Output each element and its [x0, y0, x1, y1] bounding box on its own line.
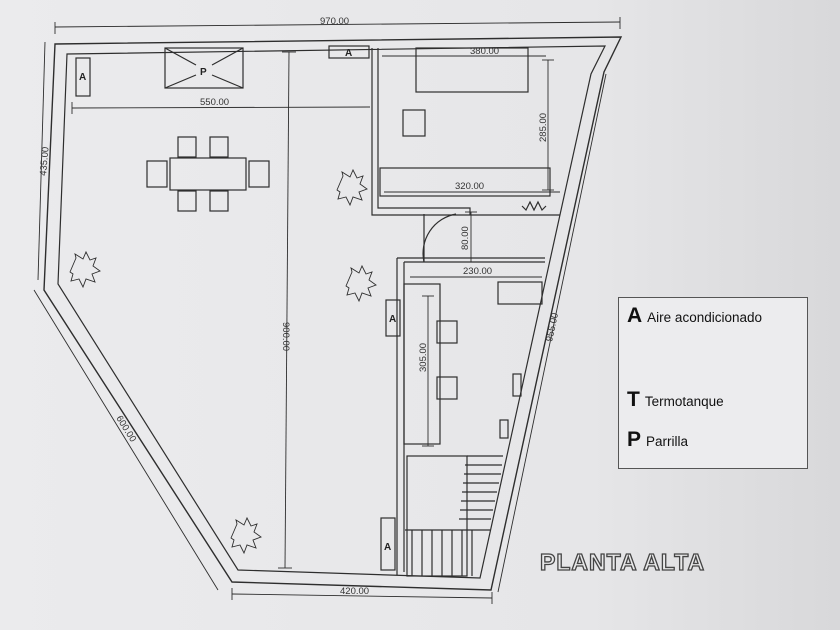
- stairs: [405, 455, 503, 577]
- dim-terrace-height: 900.00: [280, 322, 291, 351]
- legend-letter: T: [627, 388, 640, 411]
- dimension-lines: [33, 17, 621, 604]
- symbol-labels: A A A A P: [79, 48, 396, 553]
- dim-top-width: 970.00: [320, 16, 349, 27]
- legend-label: Parrilla: [646, 434, 689, 449]
- kitchen-area: [396, 213, 545, 575]
- plants: [69, 168, 377, 555]
- dim-bottom-width: 420.00: [340, 586, 369, 597]
- legend-letter: A: [627, 304, 643, 327]
- legend-label: Aire acondicionado: [647, 310, 763, 325]
- dim-left-upper: 435.00: [38, 146, 51, 176]
- ac-label: A: [79, 72, 86, 83]
- dim-room-width: 380.00: [470, 46, 499, 57]
- plan-title: PLANTA ALTA: [539, 548, 706, 575]
- legend-box: A Aire acondicionado T Termotanque P Par…: [618, 297, 808, 469]
- dim-kitchen-height: 305.00: [418, 343, 429, 372]
- dining-table: [146, 136, 270, 212]
- ac-label: A: [345, 48, 352, 59]
- ac-label: A: [389, 314, 396, 325]
- grill: [164, 47, 244, 89]
- dim-counter-width: 320.00: [455, 181, 484, 192]
- dim-kitchen-width: 230.00: [463, 266, 492, 277]
- dim-door-depth: 80.00: [460, 226, 471, 250]
- outer-wall: [43, 36, 623, 591]
- legend-label: Termotanque: [644, 394, 724, 409]
- dim-room-height: 285.00: [538, 113, 549, 142]
- grill-label: P: [200, 67, 207, 78]
- ac-label: A: [384, 542, 391, 553]
- legend-item-grill: P Parrilla: [627, 428, 688, 452]
- legend-letter: P: [627, 428, 642, 451]
- legend-item-water-heater: T Termotanque: [627, 388, 724, 412]
- ac-units: [75, 45, 401, 571]
- upper-room: [371, 47, 560, 216]
- dim-terrace-width: 550.00: [200, 97, 229, 108]
- dim-right-diagonal: 955.00: [544, 312, 561, 343]
- legend-item-ac: A Aire acondicionado: [627, 304, 762, 328]
